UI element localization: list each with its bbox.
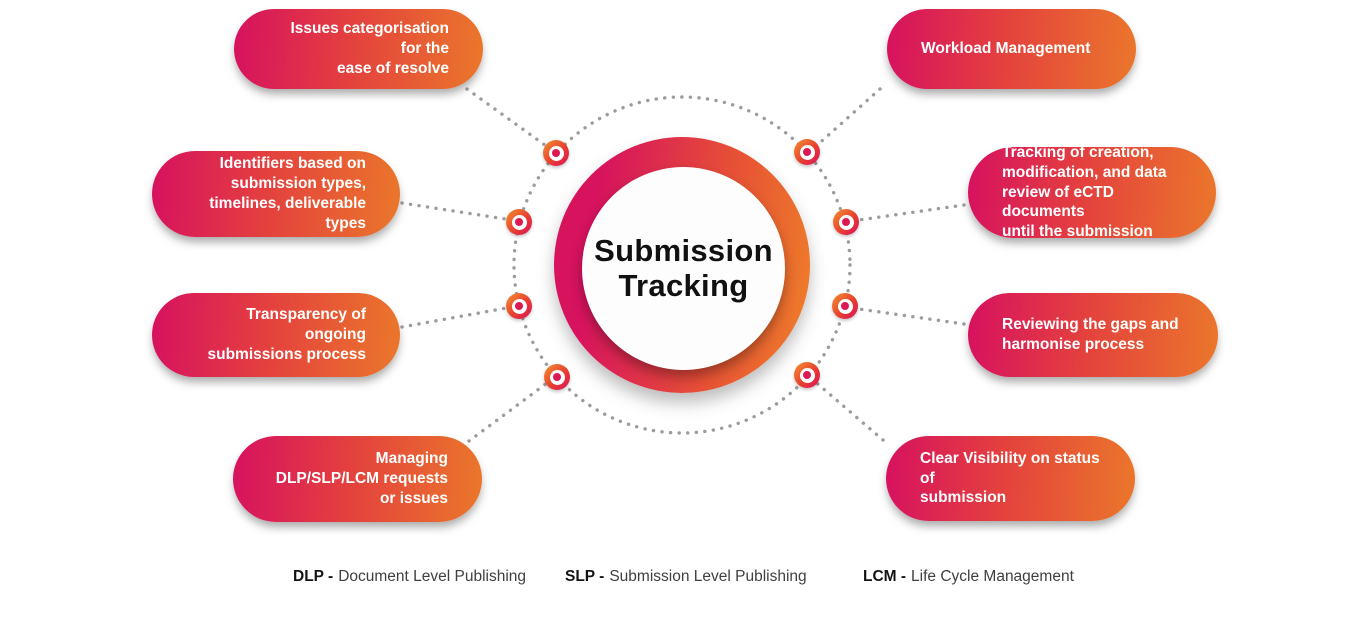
pill-transparency: Transparency of ongoing submissions proc… [152, 293, 400, 377]
target-node-icon [506, 209, 532, 235]
target-node-icon [833, 209, 859, 235]
legend-text-lcm: Life Cycle Management [911, 568, 1074, 585]
legend-abbr-slp: SLP - [565, 568, 605, 585]
target-node-dot [515, 218, 523, 226]
legend-abbr-dlp: DLP - [293, 568, 334, 585]
pill-workload-management: Workload Management [887, 9, 1136, 89]
legend-abbr-lcm: LCM - [863, 568, 907, 585]
connector-line-left-upper [400, 201, 514, 222]
legend-item-dlp: DLP -Document Level Publishing [293, 568, 526, 586]
pill-managing-requests: Managing DLP/SLP/LCM requests or issues [233, 436, 482, 522]
legend-text-slp: Submission Level Publishing [609, 568, 807, 585]
connector-line-bottom-left [467, 378, 553, 443]
dotted-ring [512, 95, 852, 435]
pill-clear-visibility: Clear Visibility on status of submission [886, 436, 1135, 521]
target-node-dot [553, 373, 561, 381]
pill-identifiers: Identifiers based on submission types, t… [152, 151, 400, 237]
target-node-icon [794, 362, 820, 388]
connector-line-top-left [465, 87, 551, 150]
target-node-ring [548, 145, 564, 161]
target-node-icon [543, 140, 569, 166]
connector-line-top-right [812, 87, 882, 150]
legend-item-lcm: LCM -Life Cycle Management [863, 568, 1074, 586]
legend-item-slp: SLP -Submission Level Publishing [565, 568, 807, 586]
connector-line-left-lower [400, 305, 514, 329]
target-node-ring [511, 214, 527, 230]
hub-inner-circle: Submission Tracking [582, 167, 785, 370]
legend-text-dlp: Document Level Publishing [338, 568, 527, 585]
target-node-dot [841, 302, 849, 310]
target-node-dot [515, 302, 523, 310]
legend: DLP -Document Level Publishing SLP -Subm… [0, 568, 1346, 592]
pill-reviewing-gaps: Reviewing the gaps and harmonise process [968, 293, 1218, 377]
connector-line-right-lower [850, 306, 966, 326]
diagram-title: Submission Tracking [594, 232, 773, 303]
target-node-icon [832, 293, 858, 319]
pill-tracking-creation: Tracking of creation, modification, and … [968, 144, 1216, 240]
connector-line-right-upper [850, 203, 966, 223]
target-node-ring [549, 369, 565, 385]
hub-gradient-ring: Submission Tracking [554, 137, 810, 393]
target-node-ring [799, 367, 815, 383]
target-node-ring [511, 298, 527, 314]
target-node-icon [544, 364, 570, 390]
target-node-ring [799, 144, 815, 160]
pill-issues-categorisation: Issues categorisation for the ease of re… [234, 9, 483, 89]
target-node-ring [838, 214, 854, 230]
target-node-dot [803, 148, 811, 156]
target-node-dot [803, 371, 811, 379]
connector-line-bottom-right [810, 377, 885, 442]
target-node-dot [552, 149, 560, 157]
target-node-icon [794, 139, 820, 165]
target-node-ring [837, 298, 853, 314]
target-node-icon [506, 293, 532, 319]
target-node-dot [842, 218, 850, 226]
